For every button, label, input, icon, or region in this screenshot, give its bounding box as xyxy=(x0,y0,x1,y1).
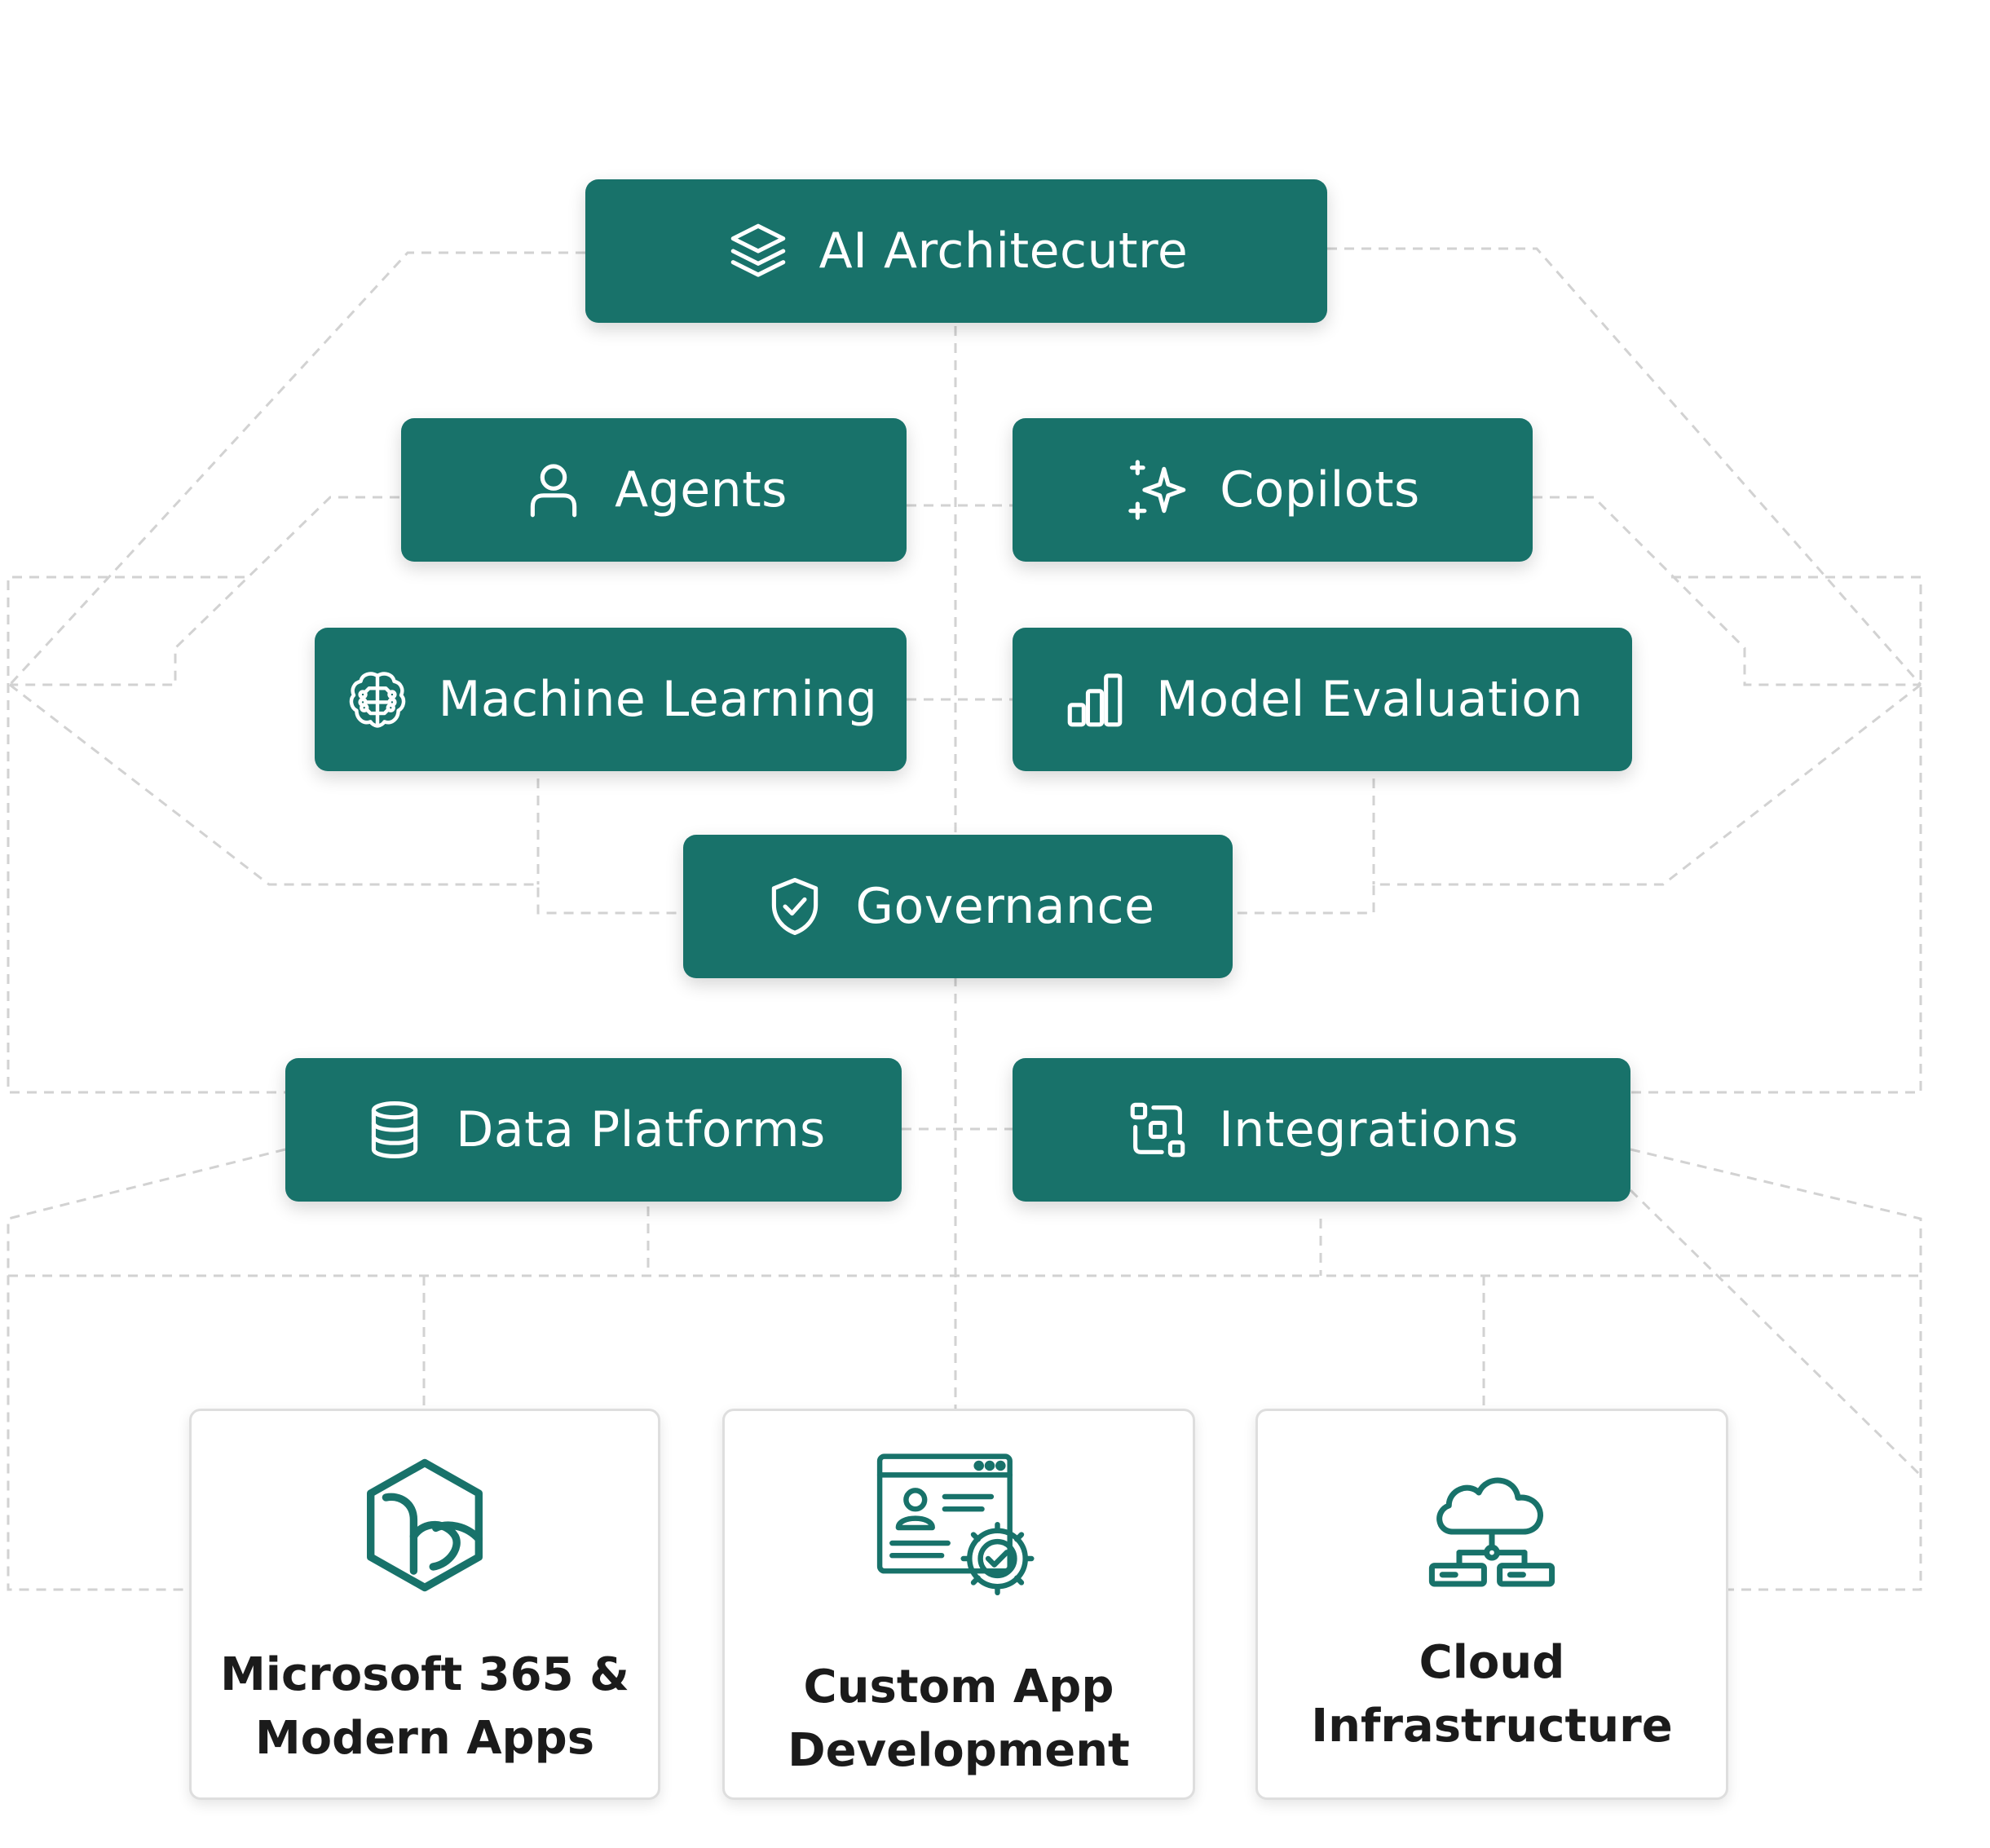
data-platforms-label: Data Platforms xyxy=(456,1101,826,1158)
database-icon xyxy=(361,1096,428,1163)
custom-app-title-line1: Custom App xyxy=(803,1661,1114,1713)
agents-node[interactable]: Agents xyxy=(401,418,907,562)
app-settings-icon xyxy=(873,1450,1044,1605)
sparkle-icon xyxy=(1125,456,1192,523)
machine-learning-label: Machine Learning xyxy=(438,671,878,728)
bar-chart-icon xyxy=(1061,666,1128,733)
cloud-title-line2: Infrastructure xyxy=(1311,1700,1673,1753)
microsoft-365-card[interactable]: Microsoft 365 & Modern Apps xyxy=(189,1409,660,1800)
model-evaluation-label: Model Evaluation xyxy=(1156,671,1583,728)
copilots-label: Copilots xyxy=(1220,461,1420,518)
user-icon xyxy=(520,456,587,523)
cloud-title-line1: Cloud xyxy=(1419,1636,1565,1689)
model-evaluation-node[interactable]: Model Evaluation xyxy=(1013,628,1632,771)
microsoft-365-title-line1: Microsoft 365 & xyxy=(220,1648,629,1701)
brain-circuit-icon xyxy=(344,666,411,733)
agents-label: Agents xyxy=(615,461,788,518)
ai-architecture-label: AI Architecutre xyxy=(819,223,1189,280)
governance-node[interactable]: Governance xyxy=(683,835,1233,978)
shield-check-icon xyxy=(761,873,828,940)
cloud-network-icon xyxy=(1427,1466,1557,1597)
machine-learning-node[interactable]: Machine Learning xyxy=(315,628,907,771)
ai-architecture-node[interactable]: AI Architecutre xyxy=(585,179,1327,323)
integrations-label: Integrations xyxy=(1219,1101,1519,1158)
cloud-infrastructure-card[interactable]: Cloud Infrastructure xyxy=(1255,1409,1728,1800)
layers-icon xyxy=(725,218,792,284)
microsoft-365-icon xyxy=(355,1456,494,1594)
copilots-node[interactable]: Copilots xyxy=(1013,418,1533,562)
integrations-node[interactable]: Integrations xyxy=(1013,1058,1630,1202)
integration-blocks-icon xyxy=(1124,1096,1191,1163)
governance-label: Governance xyxy=(855,878,1155,935)
data-platforms-node[interactable]: Data Platforms xyxy=(285,1058,902,1202)
custom-app-card[interactable]: Custom App Development xyxy=(722,1409,1195,1800)
microsoft-365-title-line2: Modern Apps xyxy=(254,1712,595,1765)
custom-app-title-line2: Development xyxy=(788,1724,1130,1777)
